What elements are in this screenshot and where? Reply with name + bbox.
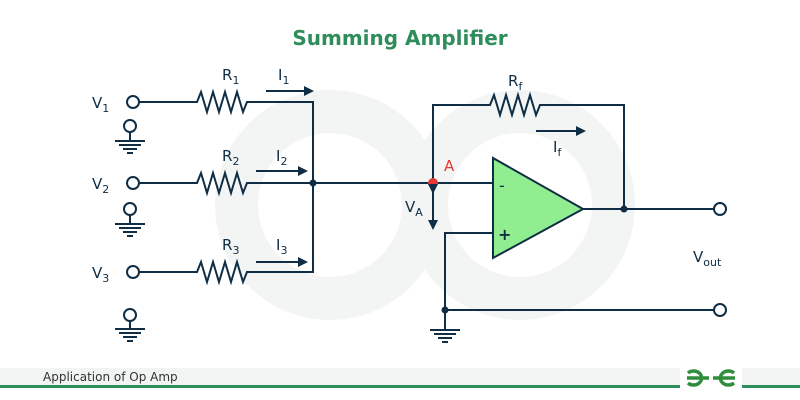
inverting-input-label: - [499,176,505,195]
label-v1: V1 [92,94,109,115]
op-amp: - + [492,156,586,260]
footer-bar [0,368,800,385]
input-branch-2: V2 R2 I2 [92,147,313,237]
footer-divider [0,385,800,388]
ground-symbol [430,310,460,343]
label-i2: I2 [276,147,287,168]
diagram-title: Summing Amplifier [292,26,508,50]
label-vout: Vout [693,248,722,269]
input-terminal-v1[interactable] [126,95,140,109]
ground-symbol [115,308,145,342]
footer-caption: Application of Op Amp [43,370,178,384]
node-a-label: A [444,157,455,175]
input-terminal-v2[interactable] [126,176,140,190]
label-rf: Rf [508,72,523,93]
output-terminal[interactable] [713,202,727,216]
label-v2: V2 [92,175,109,196]
output-junction-dot [620,205,628,213]
gfg-logo [680,362,742,394]
label-i1: I1 [278,66,289,87]
label-va: VA [405,198,423,219]
gfg-logo-icon [686,369,736,387]
input-terminal-v3[interactable] [126,265,140,279]
output-ground-terminal[interactable] [713,303,727,317]
label-if: If [553,138,562,159]
label-r2: R2 [222,147,239,168]
label-i3: I3 [276,236,287,257]
feedback-branch: Rf If [432,72,625,209]
ground-symbol [115,202,145,237]
label-r3: R3 [222,236,239,257]
label-r1: R1 [222,66,239,87]
label-v3: V3 [92,264,109,285]
ground-symbol [115,119,145,154]
input-branch-1: V1 R1 I1 [92,66,314,182]
input-branch-3: V3 R3 I3 [92,182,314,342]
non-inverting-input-label: + [498,225,511,244]
node-a-dot [428,178,438,188]
